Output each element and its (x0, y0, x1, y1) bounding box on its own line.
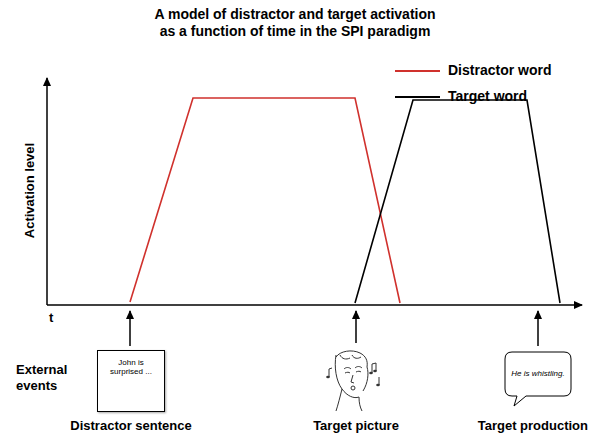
event-label: Target production (478, 418, 588, 433)
event-label: Target picture (313, 418, 399, 433)
box-text: He is whistling. (507, 351, 569, 396)
legend-black-line (395, 96, 440, 98)
x-axis (47, 304, 582, 306)
chart-title: A model of distractor and target activat… (150, 6, 440, 40)
picture-box: Target picture (322, 347, 390, 413)
event-arrow (537, 311, 539, 346)
event-label: Distractor sentence (70, 418, 191, 433)
axis-label: Activation level (23, 142, 38, 237)
box-text: John is surprised ... (98, 351, 164, 376)
event-arrow (129, 311, 131, 346)
legend-text: Target word (448, 88, 527, 104)
bubble-outline (504, 351, 572, 407)
speech-bubble: He is whistling.Target production (504, 351, 572, 407)
picture-shape (322, 347, 390, 413)
bubble-path (505, 352, 571, 406)
rect-shape: John is surprised ... (97, 350, 165, 412)
y-axis (46, 78, 48, 305)
event-arrow (355, 311, 357, 343)
distractor-curve (130, 98, 400, 303)
row-label: External events (16, 362, 96, 394)
legend-red-line (395, 70, 440, 72)
bubble-shape: He is whistling. (504, 351, 572, 407)
target-curve (355, 100, 560, 303)
legend-text: Distractor word (448, 62, 551, 78)
axis-label: t (49, 310, 53, 325)
whistling-face (322, 347, 390, 413)
distractor-box: John is surprised ...Distractor sentence (97, 350, 165, 412)
